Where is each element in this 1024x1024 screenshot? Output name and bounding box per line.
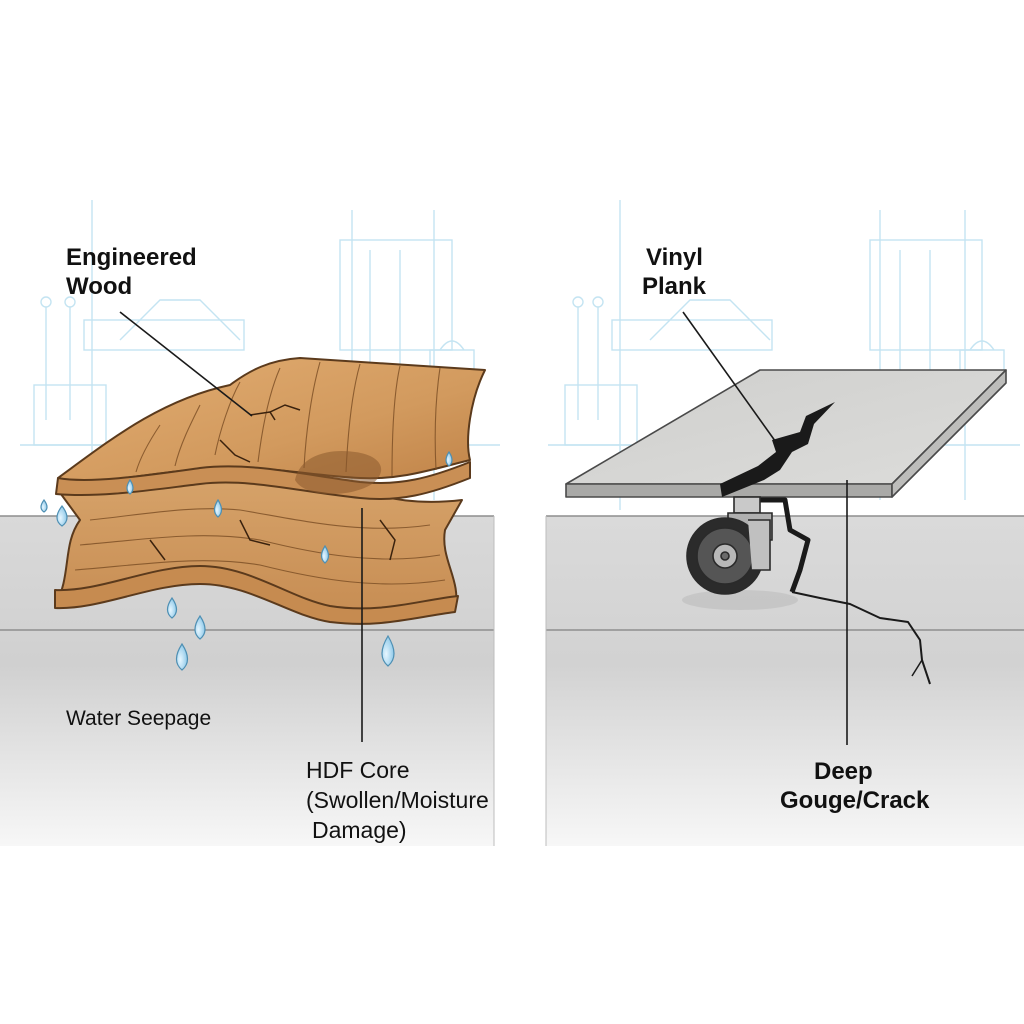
label-deep-gouge-line1: Deep [814,758,873,785]
right-leader-lines [682,311,848,745]
water-droplets [40,450,453,671]
vinyl-plank [565,369,1007,498]
leader-vinyl-plank [682,311,779,446]
label-water-seepage: Water Seepage [66,707,212,730]
left-leader-lines [119,311,363,742]
label-hdf-core-line3: Damage) [312,816,407,843]
label-deep-gouge-line2: Gouge/Crack [780,786,930,814]
wood-damage [149,404,396,561]
label-vinyl-plank-line1: Vinyl [646,244,703,271]
wood-top-surface [57,357,486,483]
leader-engineered-wood [119,311,253,417]
label-engineered-wood: Engineered Wood [66,244,197,302]
label-vinyl-plank: Vinyl Plank [642,244,706,302]
floor-right [545,515,1024,846]
blueprint-background-right [548,200,1020,510]
caster-wheel [682,496,798,610]
label-engineered-wood-line2: Wood [66,272,133,300]
label-deep-gouge: Deep Gouge/Crack [780,758,929,816]
label-hdf-core: HDF Core (Swollen/Moisture Damage) [306,756,489,846]
label-hdf-core-line1: HDF Core [306,757,410,783]
engineered-wood-plank [54,357,486,625]
moisture-stain [295,450,382,495]
vinyl-top-surface [565,369,1007,485]
label-hdf-core-line2: (Swollen/Moisture [306,786,489,813]
label-engineered-wood-line1: Engineered [66,244,197,271]
gouge-crack [720,402,931,685]
label-vinyl-plank-line2: Plank [642,272,707,300]
